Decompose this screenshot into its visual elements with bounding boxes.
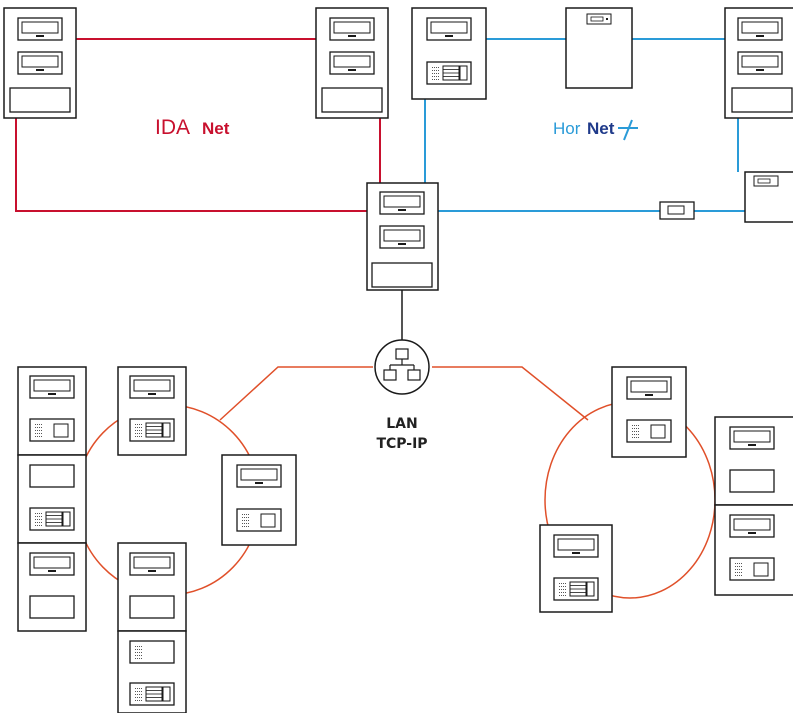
hornet-logo-suffix: Net bbox=[587, 119, 615, 138]
hornet-logo-prefix: Hor bbox=[553, 119, 581, 138]
left-stack-panel-2[interactable] bbox=[17, 454, 87, 544]
right-stack-panel-2[interactable] bbox=[714, 504, 793, 596]
idanet-logo: IDA Net bbox=[155, 116, 230, 139]
hornet-logo: Hor Net bbox=[553, 119, 638, 141]
hornet-network-lines bbox=[424, 38, 745, 212]
idanet-device-right[interactable] bbox=[315, 7, 389, 119]
left-stack-panel-3[interactable] bbox=[17, 542, 87, 632]
hornet-device-right[interactable] bbox=[724, 7, 793, 119]
hornet-side-unit[interactable] bbox=[744, 171, 793, 223]
right-keypad-panel[interactable] bbox=[539, 524, 613, 613]
lan-right-line bbox=[432, 366, 589, 421]
right-camera-panel-top[interactable] bbox=[611, 366, 687, 458]
hornet-plus-icon bbox=[618, 119, 638, 141]
network-switch-icon bbox=[374, 339, 430, 395]
left-bottom-panel-1[interactable] bbox=[117, 542, 187, 632]
left-camera-panel[interactable] bbox=[221, 454, 297, 546]
lan-label: LAN TCP-IP bbox=[376, 416, 427, 452]
lan-label-line2: TCP-IP bbox=[376, 436, 427, 452]
hornet-small-module[interactable] bbox=[659, 201, 695, 220]
idanet-left-line bbox=[15, 118, 367, 212]
right-stack-panel-1[interactable] bbox=[714, 416, 793, 506]
central-gateway[interactable] bbox=[366, 182, 439, 291]
left-bottom-panel-2[interactable] bbox=[117, 630, 187, 713]
left-keypad-panel[interactable] bbox=[117, 366, 187, 456]
lan-label-line1: LAN bbox=[386, 416, 417, 432]
idanet-logo-suffix: Net bbox=[202, 119, 230, 138]
idanet-device-left[interactable] bbox=[3, 7, 77, 119]
idanet-logo-prefix: IDA bbox=[155, 116, 190, 139]
idanet-network-lines bbox=[15, 38, 381, 212]
hornet-panel-left[interactable] bbox=[411, 7, 487, 100]
lan-left-line bbox=[219, 366, 373, 421]
hornet-control-unit[interactable] bbox=[565, 7, 633, 89]
left-stack-panel-1[interactable] bbox=[17, 366, 87, 456]
